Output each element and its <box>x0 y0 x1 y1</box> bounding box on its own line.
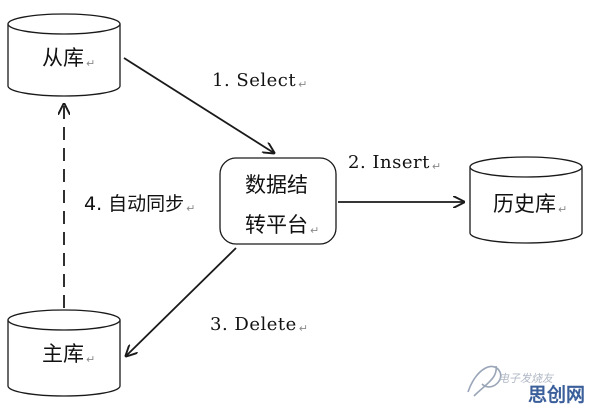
paragraph-mark: ↵ <box>431 160 442 173</box>
watermark-logo-icon <box>467 365 502 397</box>
slave-db-cylinder <box>7 13 121 97</box>
watermark-prefix: 电子发烧友 <box>498 372 553 385</box>
paragraph-mark: ↵ <box>186 202 196 215</box>
platform-box <box>219 157 337 245</box>
delete-arrow <box>126 247 237 356</box>
paragraph-mark: ↵ <box>86 353 96 366</box>
paragraph-mark: ↵ <box>298 78 308 91</box>
platform-label-line1: 数据结 <box>245 173 308 197</box>
paragraph-mark: ↵ <box>298 322 309 335</box>
paragraph-mark: ↵ <box>86 57 96 70</box>
delete-label: 3. Delete↵ <box>210 314 309 335</box>
select-arrow <box>123 57 274 153</box>
insert-label: 2. Insert↵ <box>348 152 442 173</box>
watermark-brand: 思创网 <box>528 384 586 406</box>
paragraph-mark: ↵ <box>558 203 568 216</box>
platform-label-line2: 转平台↵ <box>245 213 320 237</box>
paragraph-mark: ↵ <box>310 224 320 237</box>
history-db-cylinder <box>469 156 583 244</box>
master-db-label: 主库↵ <box>42 342 96 366</box>
slave-db-label: 从库↵ <box>42 46 96 70</box>
sync-label: 4. 自动同步↵ <box>84 193 196 215</box>
history-db-label: 历史库↵ <box>493 192 568 216</box>
master-db-cylinder <box>7 309 121 397</box>
select-label: 1. Select↵ <box>212 70 308 91</box>
